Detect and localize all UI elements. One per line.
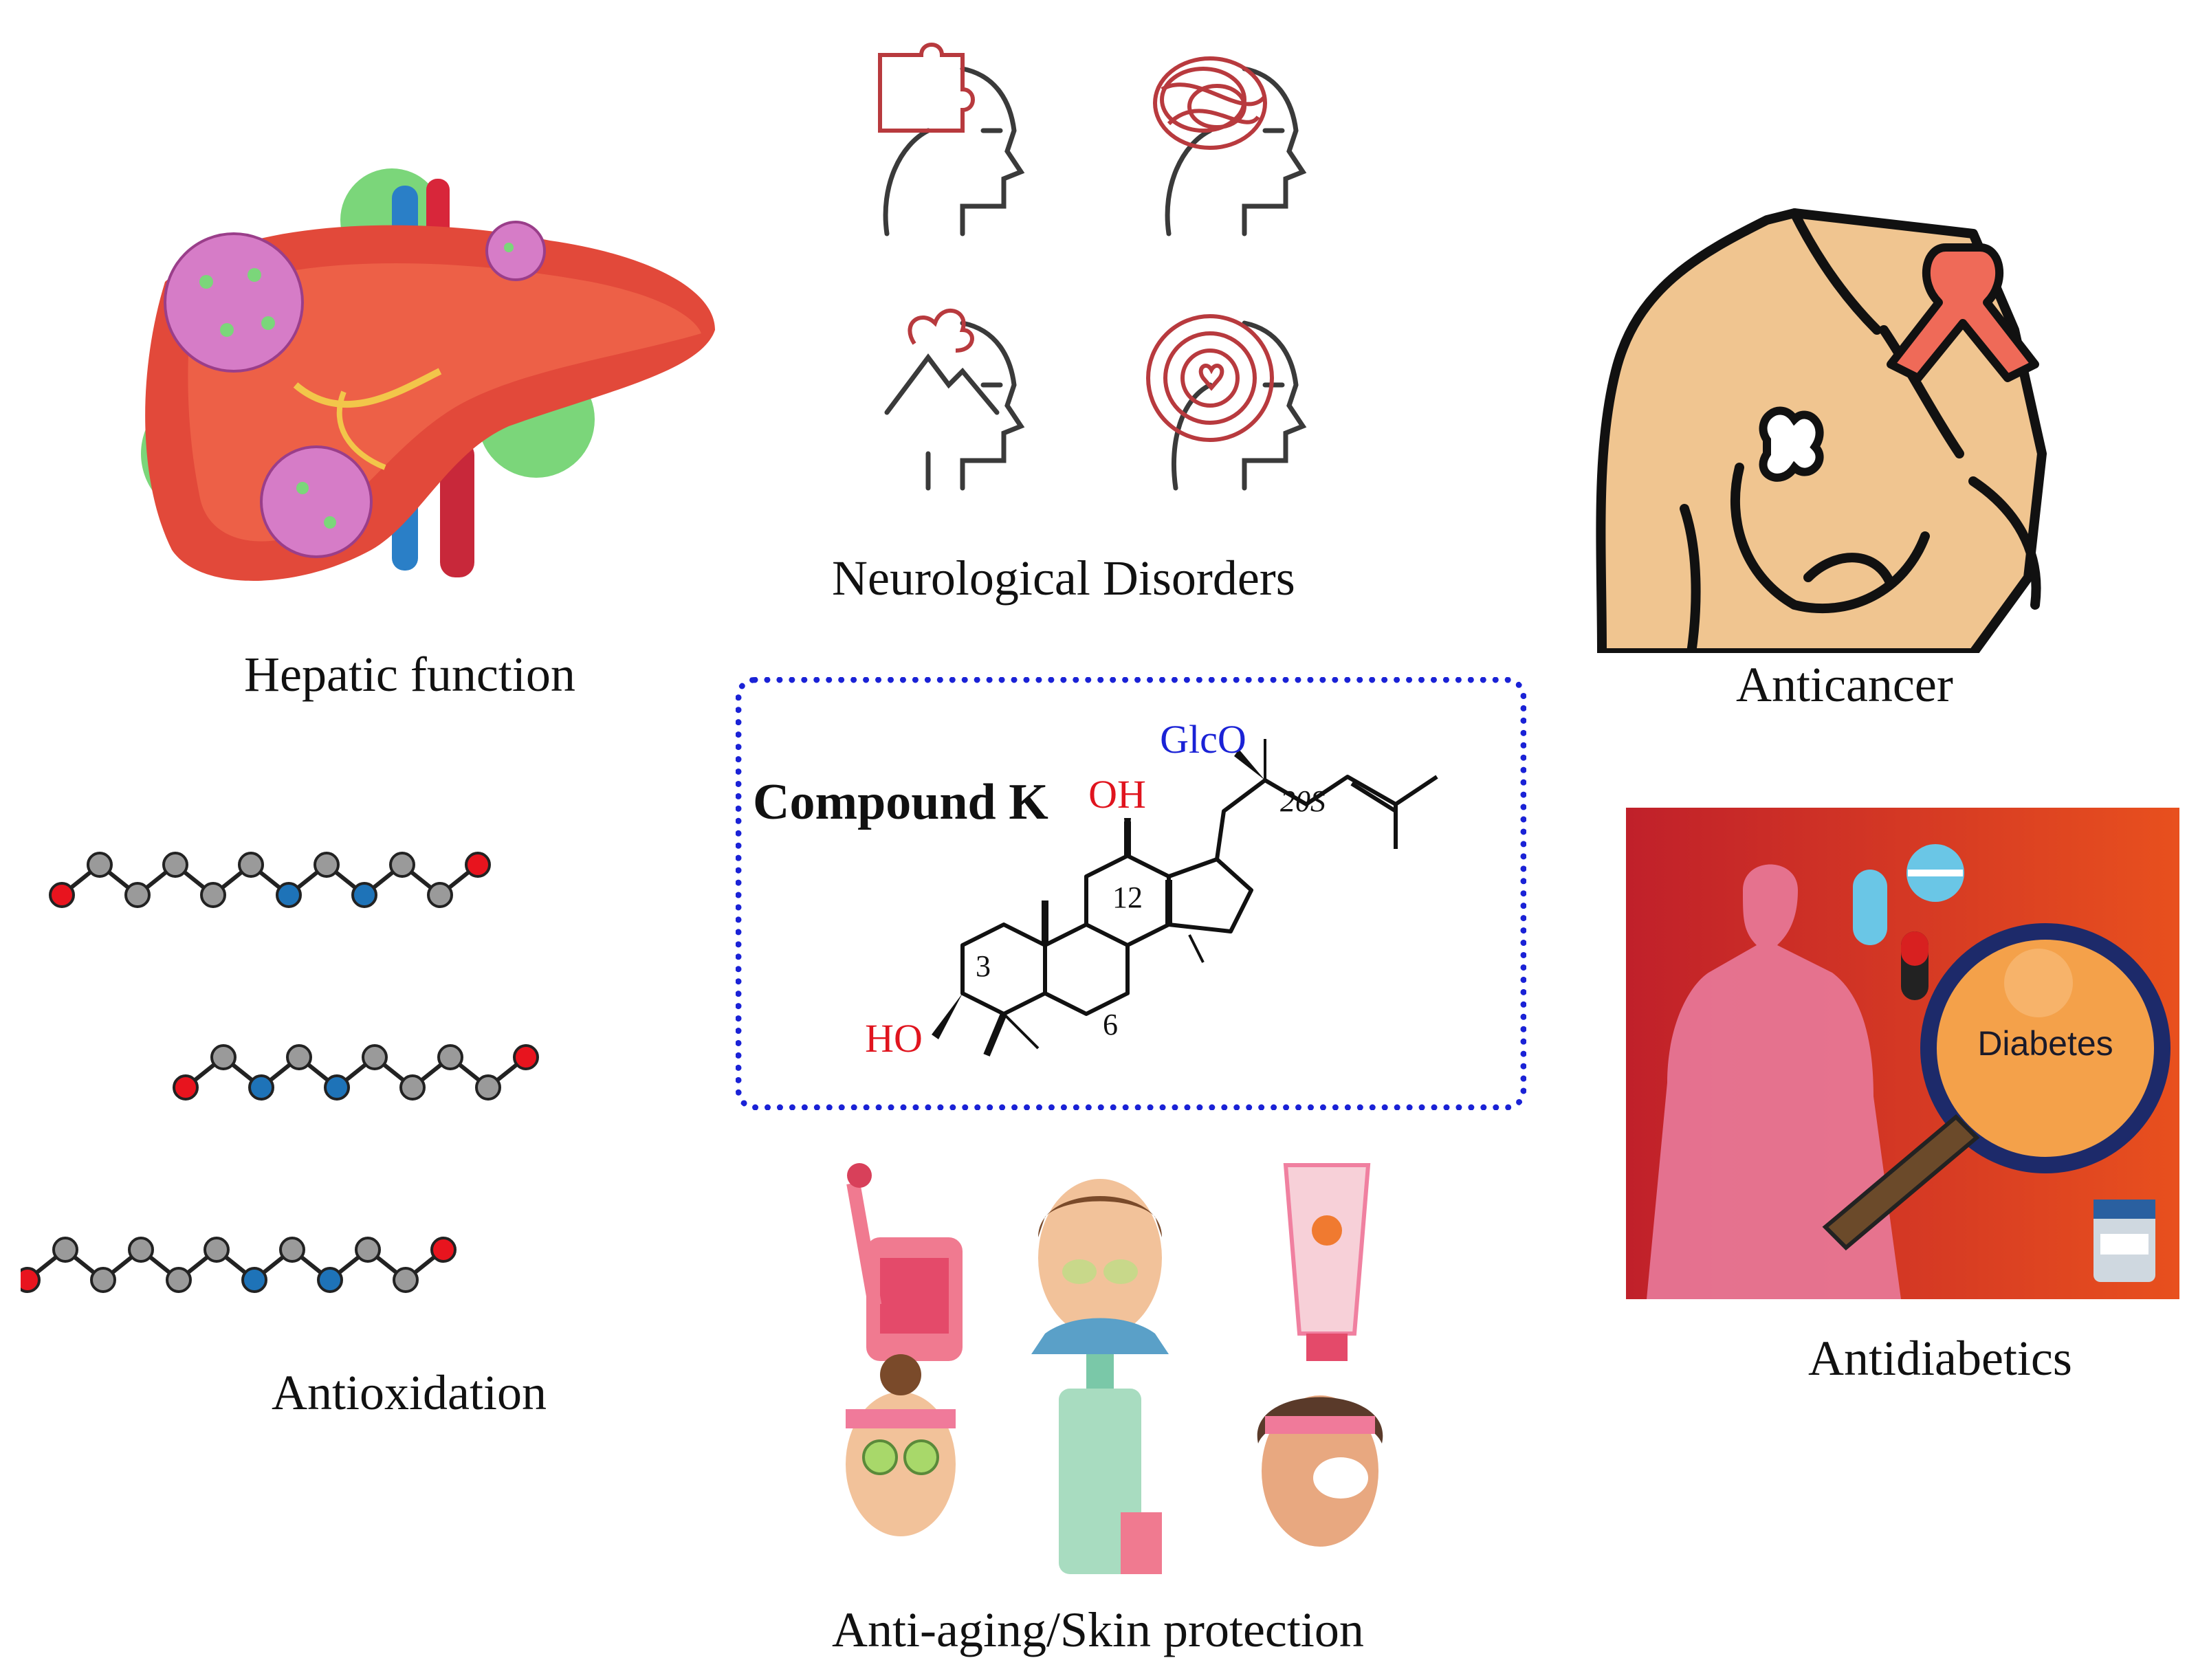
atom bbox=[87, 852, 113, 878]
diabetes-lens-label: Diabetes bbox=[1977, 1024, 2113, 1063]
label-c6: 6 bbox=[1103, 1008, 1118, 1041]
atom bbox=[427, 882, 453, 908]
atom bbox=[52, 1237, 78, 1263]
label-hepatic-function: Hepatic function bbox=[244, 647, 575, 702]
anticancer-illustration bbox=[1588, 192, 2056, 653]
atom bbox=[314, 852, 340, 878]
neurological-icons bbox=[859, 27, 1368, 495]
glco-label: GlcO bbox=[1160, 717, 1246, 762]
ho-3: HO bbox=[865, 1016, 923, 1061]
atom bbox=[286, 1044, 312, 1070]
label-c12: 12 bbox=[1112, 881, 1143, 914]
label-c3: 3 bbox=[976, 949, 991, 983]
atom bbox=[399, 1074, 426, 1101]
label-20s: 20S bbox=[1280, 784, 1326, 818]
atom bbox=[173, 1074, 199, 1101]
label-neurological-disorders: Neurological Disorders bbox=[832, 551, 1295, 606]
atom bbox=[465, 852, 491, 878]
atom bbox=[324, 1074, 350, 1101]
liver-illustration bbox=[124, 165, 729, 619]
atom bbox=[317, 1267, 343, 1293]
compound-k-box bbox=[736, 677, 1526, 1110]
label-antidiabetics: Antidiabetics bbox=[1808, 1331, 2072, 1386]
atom bbox=[430, 1237, 457, 1263]
atom bbox=[128, 1237, 154, 1263]
atom bbox=[437, 1044, 463, 1070]
atom bbox=[21, 1267, 41, 1293]
atom bbox=[475, 1074, 501, 1101]
atom bbox=[389, 852, 415, 878]
atom bbox=[90, 1267, 116, 1293]
atom bbox=[393, 1267, 419, 1293]
label-anti-aging: Anti-aging/Skin protection bbox=[832, 1602, 1364, 1657]
atom bbox=[162, 852, 188, 878]
atom bbox=[351, 882, 377, 908]
atom bbox=[241, 1267, 267, 1293]
compound-k-structure: OH GlcO HO 12 3 6 20S bbox=[846, 701, 1519, 1114]
atom bbox=[49, 882, 75, 908]
skin-care-icons bbox=[846, 1155, 1437, 1581]
label-anticancer: Anticancer bbox=[1736, 657, 1953, 712]
antioxidation-molecules bbox=[21, 804, 681, 1340]
atom bbox=[166, 1267, 192, 1293]
atom bbox=[124, 882, 151, 908]
antidiabetics-illustration: Diabetes bbox=[1626, 808, 2179, 1299]
compound-k-title: Compound K bbox=[753, 774, 1048, 830]
label-antioxidation: Antioxidation bbox=[272, 1365, 547, 1420]
atom bbox=[248, 1074, 274, 1101]
atom bbox=[210, 1044, 237, 1070]
atom bbox=[513, 1044, 539, 1070]
atom bbox=[362, 1044, 388, 1070]
atom bbox=[276, 882, 302, 908]
atom bbox=[238, 852, 264, 878]
atom bbox=[279, 1237, 305, 1263]
oh-12: OH bbox=[1088, 772, 1146, 817]
atom bbox=[355, 1237, 381, 1263]
atom bbox=[200, 882, 226, 908]
atom bbox=[204, 1237, 230, 1263]
